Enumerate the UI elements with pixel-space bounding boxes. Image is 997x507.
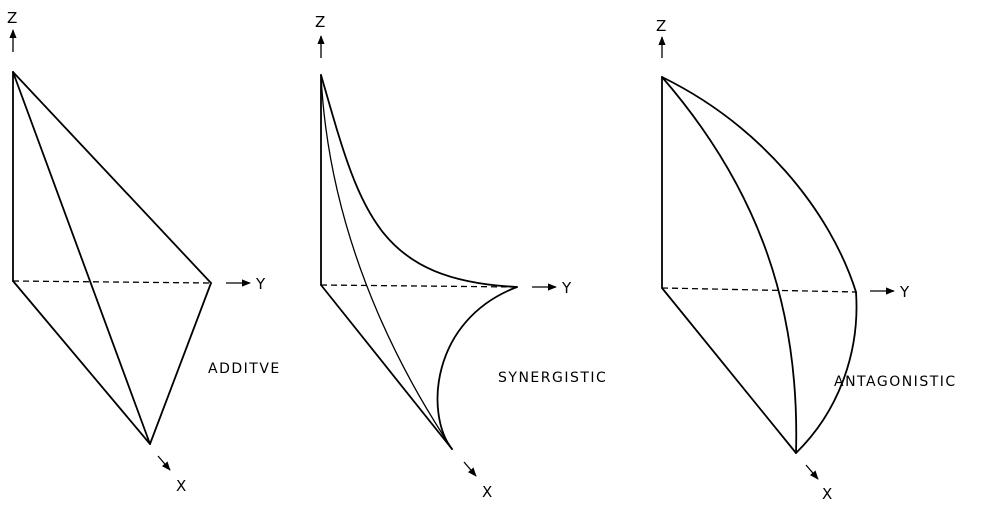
panel-additive: Z Y X ADDITVE [7, 9, 281, 495]
panel-label-synergistic: SYNERGISTIC [498, 370, 607, 386]
top-to-x-curve [661, 76, 798, 454]
x-axis-synergistic: X [463, 461, 492, 501]
z-axis-synergistic: Z [315, 13, 325, 58]
x-axis-label: X [822, 485, 832, 502]
origin-to-x-edge [661, 287, 797, 454]
hidden-base-edge [661, 287, 857, 293]
x-to-y-curve [795, 291, 858, 454]
z-axis-antagonistic: Z [656, 17, 666, 58]
top-to-y-curve [320, 74, 518, 288]
z-axis-label: Z [7, 9, 17, 27]
top-to-y-curve [661, 76, 857, 293]
top-to-x-edge [12, 71, 151, 445]
panel-label-additive: ADDITVE [208, 361, 281, 377]
x-to-y-curve [436, 286, 518, 450]
hidden-base-edge [320, 284, 518, 288]
x-axis-label: X [482, 483, 492, 501]
y-axis-additive: Y [226, 275, 266, 293]
y-axis-label: Y [255, 275, 266, 293]
x-axis-antagonistic: X [805, 464, 832, 503]
y-axis-antagonistic: Y [870, 283, 910, 301]
x-to-y-edge [149, 282, 212, 445]
origin-to-x-edge [320, 284, 453, 450]
panel-label-antagonistic: ANTAGONISTIC [834, 374, 957, 390]
top-to-y-edge [12, 71, 212, 284]
panel-antagonistic: Z Y X ANTAGONISTIC [656, 17, 957, 503]
z-axis-label: Z [315, 13, 325, 31]
origin-to-x-edge [12, 280, 151, 445]
z-axis-additive: Z [7, 9, 17, 52]
panel-synergistic: Z Y X SYNERGISTIC [315, 13, 607, 501]
x-axis-additive: X [157, 455, 186, 495]
top-to-x-curve [320, 74, 453, 450]
y-axis-synergistic: Y [532, 279, 572, 297]
z-axis-label: Z [656, 17, 666, 35]
y-axis-label: Y [561, 279, 572, 297]
x-axis-label: X [176, 477, 186, 495]
y-axis-label: Y [899, 283, 910, 301]
hidden-base-edge [12, 280, 212, 284]
